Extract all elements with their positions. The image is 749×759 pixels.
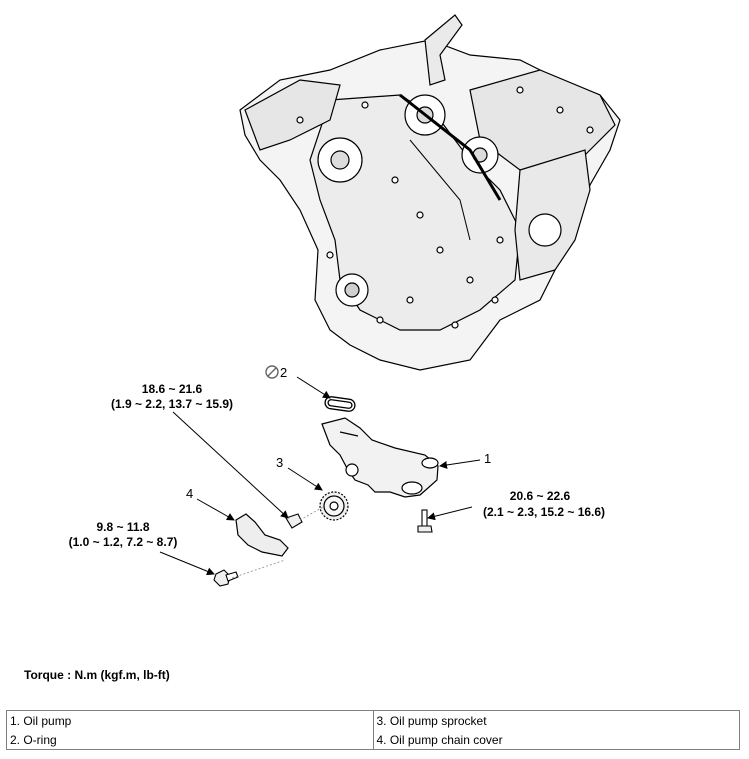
leader-lines [159, 376, 481, 576]
oil-pump [321, 417, 439, 498]
o-ring [324, 396, 356, 412]
exploded-view-diagram: 1 2 3 4 18.6 ~ 21.6 (1.9 ~ 2.2, 13.7 ~ 1… [69, 14, 621, 587]
legend-cell: 4. Oil pump chain cover [372, 730, 740, 750]
legend-cell: 3. Oil pump sprocket [372, 710, 740, 730]
oil-pump-sprocket [319, 491, 349, 521]
assembly-guide-lines [231, 505, 326, 579]
legend-cell: 1. Oil pump [6, 710, 374, 730]
callout-2: 2 [280, 365, 287, 380]
do-not-reuse-icon [265, 365, 279, 379]
torque-unit-label: Torque : N.m (kgf.m, lb-ft) [24, 668, 170, 682]
legend-cell: 2. O-ring [6, 730, 374, 750]
cover-bolt-torque-alt: (1.0 ~ 1.2, 7.2 ~ 8.7) [69, 535, 178, 549]
parts-legend-table: 1. Oil pump 3. Oil pump sprocket 2. O-ri… [6, 710, 740, 750]
legend-row: 2. O-ring 4. Oil pump chain cover [6, 730, 740, 750]
pump-lower-bolt-torque-alt: (2.1 ~ 2.3, 15.2 ~ 16.6) [483, 505, 605, 519]
cover-bolt [213, 569, 239, 587]
callout-3: 3 [276, 455, 283, 470]
callout-1: 1 [484, 451, 491, 466]
engine-illustration [239, 14, 621, 371]
pump-bolt [285, 513, 303, 529]
legend-row: 1. Oil pump 3. Oil pump sprocket [6, 710, 740, 730]
pump-lower-bolt-torque-nm: 20.6 ~ 22.6 [510, 489, 571, 503]
pump-lower-bolt [417, 509, 433, 533]
pump-bolt-torque-alt: (1.9 ~ 2.2, 13.7 ~ 15.9) [111, 397, 233, 411]
callout-4: 4 [186, 486, 193, 501]
cover-bolt-torque-nm: 9.8 ~ 11.8 [96, 520, 149, 534]
pump-bolt-torque-nm: 18.6 ~ 21.6 [142, 382, 203, 396]
oil-pump-chain-cover [235, 513, 289, 557]
